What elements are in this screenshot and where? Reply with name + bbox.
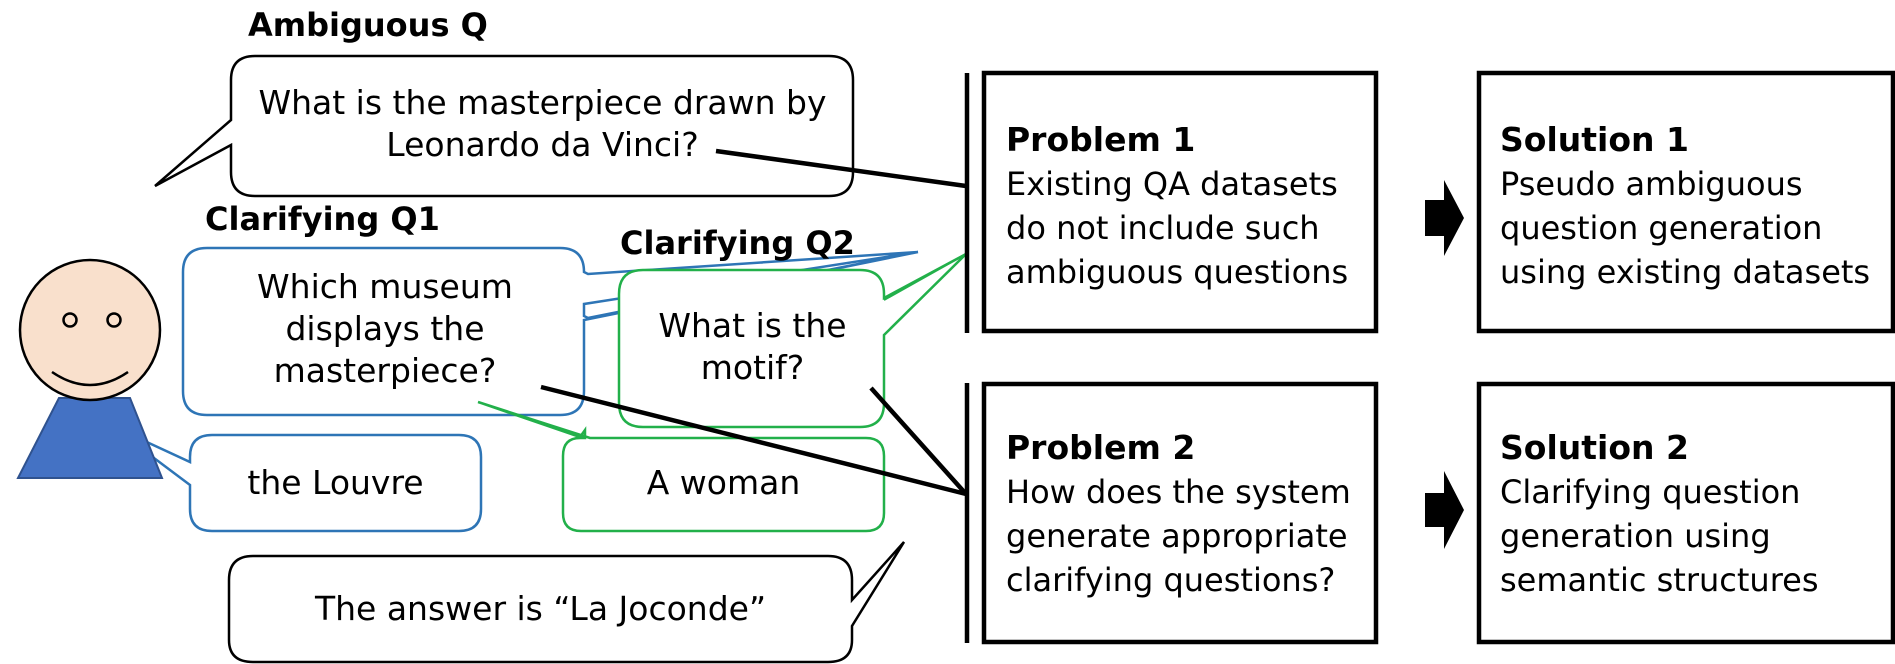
arrow-problem1-to-solution1 <box>1425 180 1464 256</box>
solution1-line: Pseudo ambiguous <box>1500 165 1803 203</box>
ambiguous-q-label: Ambiguous Q <box>248 6 488 44</box>
solution2-line: generation using <box>1500 517 1771 555</box>
person-head <box>18 258 162 402</box>
problem1-line: Existing QA datasets <box>1006 165 1338 203</box>
solution1-line: question generation <box>1500 209 1823 247</box>
final-answer-bubble <box>227 541 906 664</box>
connector-q2-to-problem2 <box>869 386 968 496</box>
person-mouth <box>51 370 129 387</box>
arrow-problem2-to-solution2 <box>1425 471 1464 549</box>
person-left-eye <box>62 312 78 328</box>
problem2-box <box>981 381 1379 645</box>
problem1-box <box>981 70 1379 334</box>
problem1-line: ambiguous questions <box>1006 253 1349 291</box>
connector-ambiguous-to-problem1 <box>715 148 967 189</box>
solution1-line: using existing datasets <box>1500 253 1871 291</box>
ambiguous-q-bubble <box>154 54 855 198</box>
problem1-title: Problem 1 <box>1006 120 1196 159</box>
connector-green-to-problem1 <box>883 253 967 301</box>
clarifying-q1-label: Clarifying Q1 <box>205 200 440 238</box>
clarifying-q2-bubble <box>617 252 967 429</box>
ambiguous-q-text: What is the masterpiece drawn by Leonard… <box>258 83 827 164</box>
person-right-eye <box>106 312 122 328</box>
solution2-title: Solution 2 <box>1500 428 1689 467</box>
answer-q1-text: the Louvre <box>247 463 424 502</box>
solution1-content: Solution 1 Pseudo ambiguous question gen… <box>1500 118 1870 294</box>
solution1-title: Solution 1 <box>1500 120 1689 159</box>
final-answer-text: The answer is “La Joconde” <box>314 589 767 628</box>
problem2-line: How does the system <box>1006 473 1351 511</box>
problem2-line: clarifying questions? <box>1006 561 1336 599</box>
person-body <box>16 397 164 479</box>
problem1-line: do not include such <box>1006 209 1320 247</box>
solution2-line: Clarifying question <box>1500 473 1801 511</box>
answer-q2-bubble <box>477 400 886 533</box>
connector-q1-to-problem2 <box>540 384 967 497</box>
clarifying-q1-bubble <box>181 246 919 417</box>
answer-q1-bubble <box>109 423 483 533</box>
solution1-box <box>1476 70 1895 334</box>
solution2-box <box>1476 381 1895 645</box>
clarifying-q1-text: Which museum displays the masterpiece? <box>257 267 513 390</box>
problem2-line: generate appropriate <box>1006 517 1348 555</box>
clarifying-q2-label: Clarifying Q2 <box>620 224 855 262</box>
problem2-content: Problem 2 How does the system generate a… <box>1006 426 1351 602</box>
problem2-title: Problem 2 <box>1006 428 1196 467</box>
clarifying-q2-text: What is the motif? <box>658 306 847 387</box>
solution2-line: semantic structures <box>1500 561 1819 599</box>
answer-q2-text: A woman <box>646 463 801 502</box>
solution2-content: Solution 2 Clarifying question generatio… <box>1500 426 1819 602</box>
problem1-content: Problem 1 Existing QA datasets do not in… <box>1006 118 1348 294</box>
